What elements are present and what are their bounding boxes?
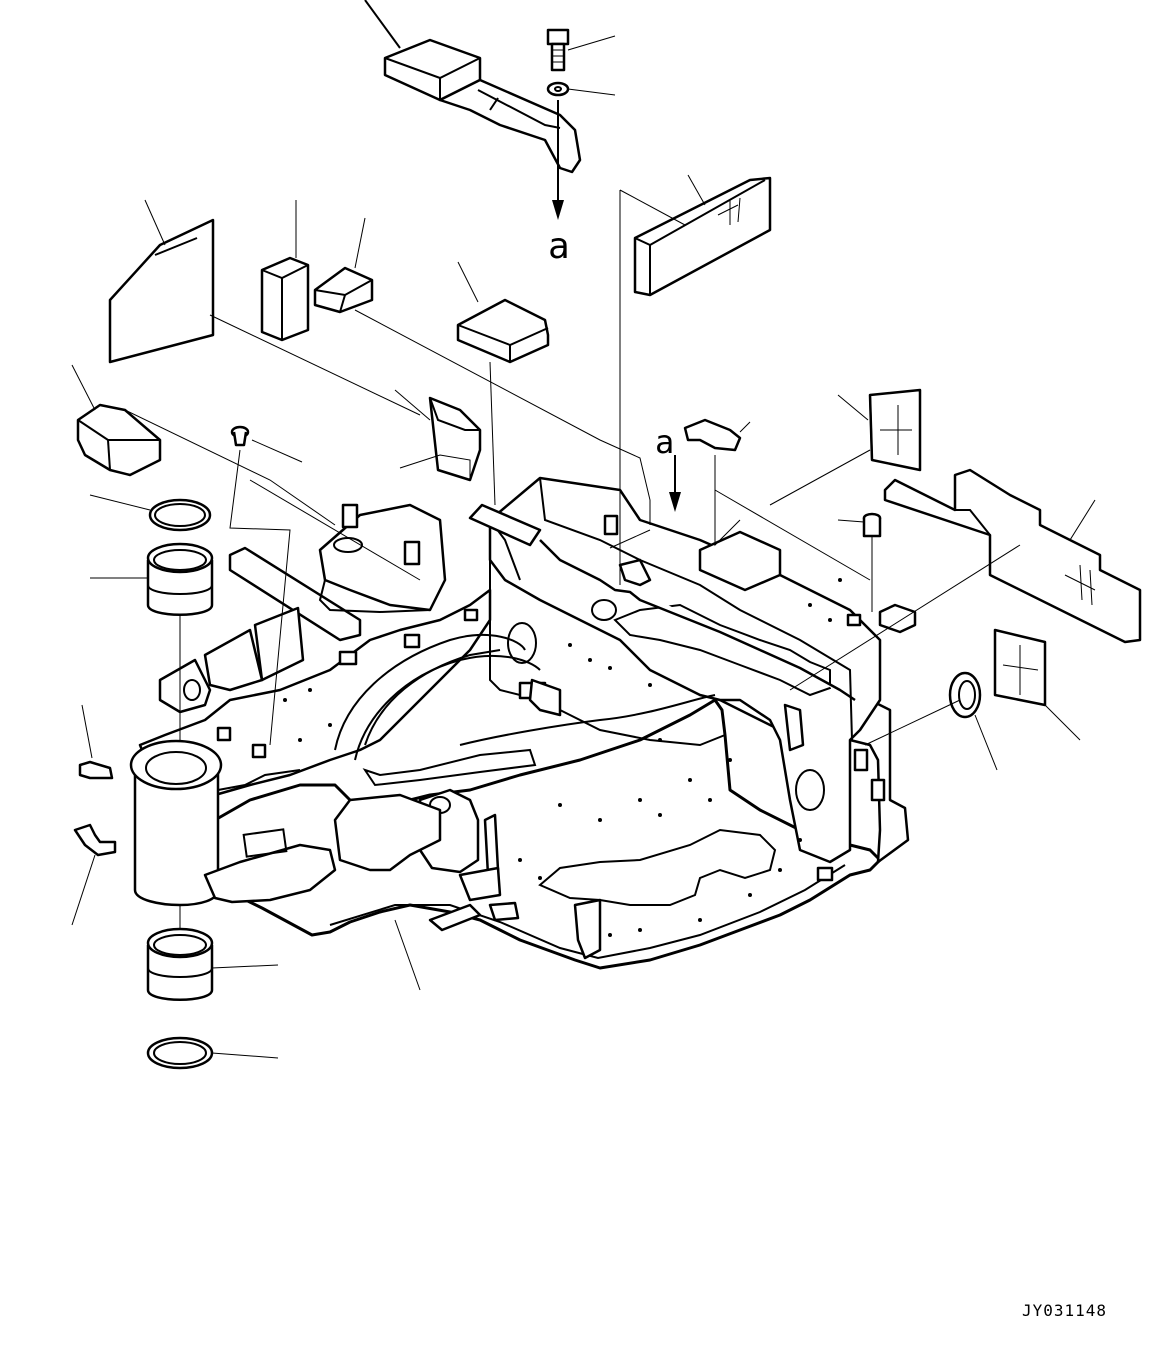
- grease-fitting-angled: [71, 823, 117, 926]
- grease-fitting-straight: [78, 704, 114, 780]
- revolving-frame: [129, 476, 910, 970]
- flat-plate-left: [108, 199, 215, 364]
- small-cylinder: [837, 512, 882, 538]
- l-bracket: [683, 418, 751, 452]
- view-mark-a-top: a: [548, 226, 570, 267]
- lower-bushing: [146, 927, 279, 1001]
- deck-holes: [283, 578, 842, 937]
- leader-lines: [124, 189, 1021, 991]
- oval-seal: [948, 671, 998, 771]
- upper-bushing: [90, 542, 214, 616]
- rubber-block-tall: [260, 200, 310, 342]
- upper-ring: [89, 494, 212, 532]
- wedge-block: [313, 217, 374, 314]
- pad-cross-right-upper: [837, 388, 922, 472]
- clip-pin: [230, 425, 303, 463]
- square-pad: [456, 261, 550, 364]
- lower-ring: [146, 1036, 279, 1070]
- pad-large-right: [633, 174, 772, 297]
- pad-cross-right-lower: [993, 628, 1081, 741]
- long-right-plate: [883, 468, 1142, 644]
- cap-block: [878, 603, 917, 634]
- drawing-id: JY031148: [1022, 1301, 1107, 1320]
- top-cover-plate: [364, 0, 582, 174]
- left-box: [71, 364, 162, 477]
- view-mark-a-mid: a: [655, 423, 674, 461]
- bolt: [546, 28, 616, 72]
- washer: [546, 81, 616, 97]
- angled-block: [394, 389, 482, 482]
